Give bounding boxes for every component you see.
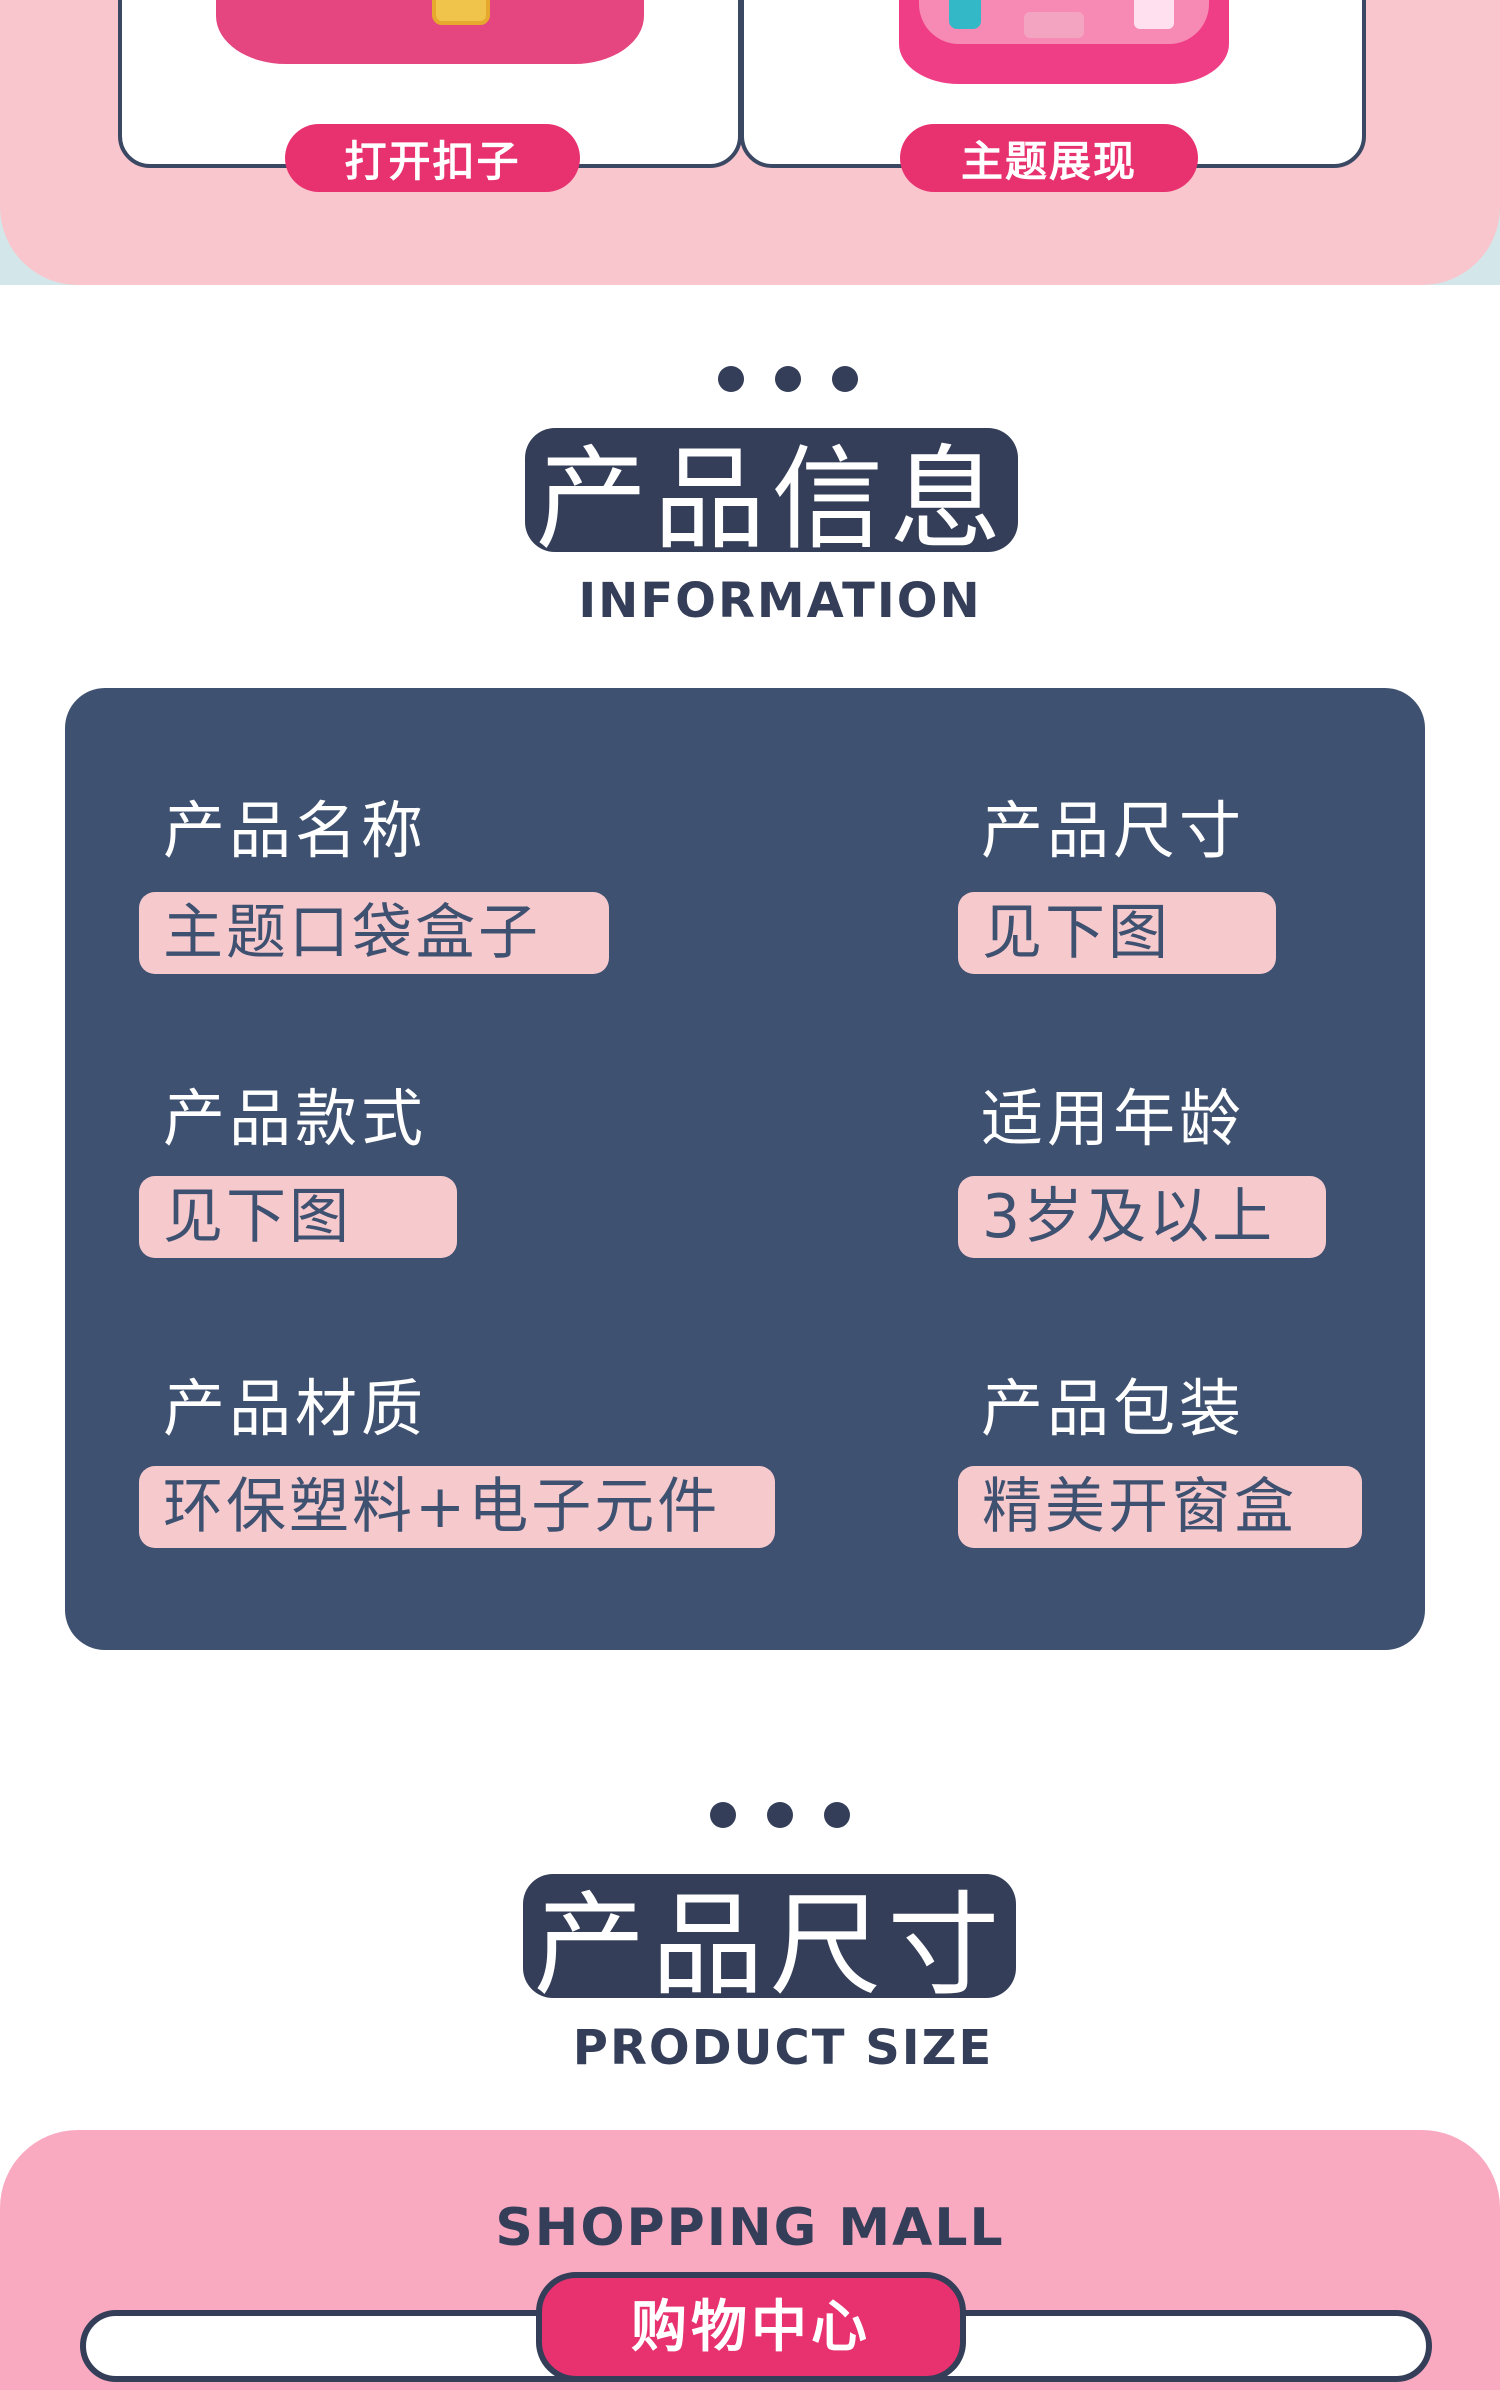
shopping-mall-title: SHOPPING MALL [495, 2198, 1005, 2258]
open-clasp-image-card: ♥ [118, 0, 742, 168]
information-title: 产品信息 [525, 428, 1018, 565]
open-clasp-tag: 打开扣子 [285, 124, 580, 192]
dot-icon [824, 1802, 850, 1828]
section-dots [718, 366, 858, 394]
product-material-label: 产品材质 [163, 1372, 428, 1445]
product-size-value: 见下图 [958, 892, 1276, 974]
toy-cup-image [949, 0, 981, 29]
product-size-label: 产品尺寸 [981, 794, 1246, 867]
product-info-panel: 产品名称 主题口袋盒子 产品尺寸 见下图 产品款式 见下图 适用年龄 3岁及以上… [65, 688, 1425, 1650]
product-name-value: 主题口袋盒子 [139, 892, 609, 974]
clasp-image [432, 0, 490, 25]
age-range-value: 3岁及以上 [958, 1176, 1326, 1258]
toy-stand-image [1134, 0, 1174, 29]
toy-block-image [1024, 12, 1084, 38]
dot-icon [832, 366, 858, 392]
product-material-value: 环保塑料+电子元件 [139, 1466, 775, 1548]
product-style-value: 见下图 [139, 1176, 457, 1258]
dot-icon [718, 366, 744, 392]
information-subtitle: INFORMATION [578, 573, 982, 629]
heart-icon: ♥ [444, 0, 467, 4]
product-size-title: 产品尺寸 [523, 1874, 1016, 2011]
dot-icon [775, 366, 801, 392]
pocket-box-image [216, 0, 644, 64]
product-style-label: 产品款式 [163, 1082, 428, 1155]
dot-icon [767, 1802, 793, 1828]
age-range-label: 适用年龄 [981, 1082, 1246, 1155]
theme-display-tag: 主题展现 [900, 124, 1198, 192]
shopping-center-tab[interactable]: 购物中心 [536, 2272, 966, 2382]
feature-banner: ♥ 打开扣子 主题展现 [0, 0, 1500, 285]
product-size-subtitle: PRODUCT SIZE [572, 2020, 994, 2076]
product-packaging-value: 精美开窗盒 [958, 1466, 1362, 1548]
product-packaging-label: 产品包装 [981, 1372, 1246, 1445]
dot-icon [710, 1802, 736, 1828]
product-name-label: 产品名称 [163, 794, 428, 867]
section-dots [710, 1802, 850, 1830]
